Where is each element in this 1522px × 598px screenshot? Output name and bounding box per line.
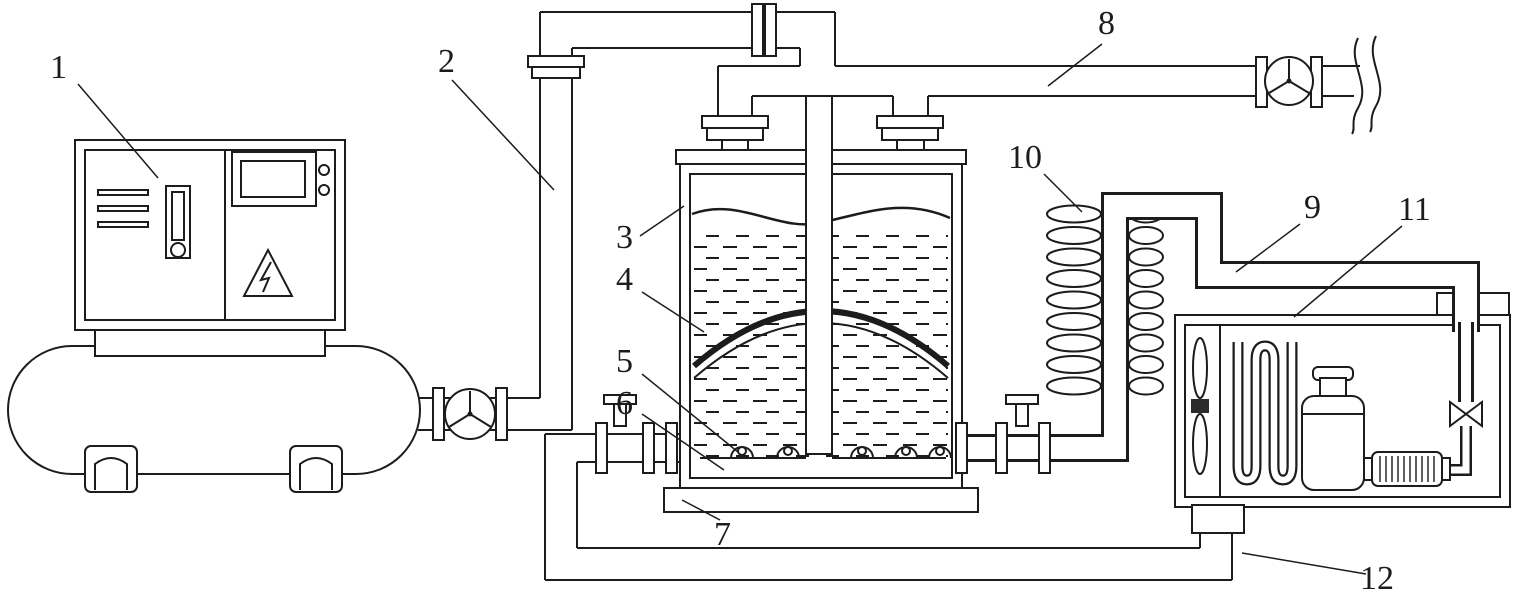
valve-handle: [1005, 394, 1039, 405]
tank-foot: [289, 445, 343, 493]
tank-foot: [84, 445, 138, 493]
sparger: [928, 446, 952, 459]
leader-line-11: [1293, 225, 1403, 318]
leader-line-6: [641, 413, 725, 471]
label-11: 11: [1398, 191, 1431, 228]
compressor-base: [94, 329, 326, 357]
indicator-light: [318, 184, 330, 196]
leader-line-12: [1241, 552, 1367, 575]
sparger: [850, 446, 874, 459]
flange: [527, 55, 585, 68]
bottom-port: [1191, 504, 1245, 534]
pipe-break-symbol: [1351, 35, 1382, 135]
vent-slot: [97, 205, 149, 212]
fan-icon: [1191, 337, 1209, 475]
transfer-pipe-9: [955, 192, 1480, 474]
compressor-unit: [74, 139, 346, 357]
indicator-light: [318, 164, 330, 176]
outlet-ball-valve: [1255, 56, 1323, 108]
tank-outlet-valve: [955, 394, 1051, 474]
serpentine-coil: [1232, 340, 1298, 486]
top-pipe-run: [540, 3, 836, 66]
condenser-unit: [1191, 322, 1483, 534]
air-receiver-tank: [7, 345, 421, 493]
label-3: 3: [616, 219, 633, 256]
label-2: 2: [438, 43, 455, 80]
label-8: 8: [1098, 5, 1115, 42]
leader-line-5: [641, 373, 739, 453]
warning-triangle-icon: [242, 247, 294, 297]
sparger: [730, 446, 754, 459]
sparger: [894, 446, 918, 459]
valve-stem: [1015, 401, 1029, 427]
flange: [764, 3, 777, 57]
tank-support-base: [663, 487, 979, 513]
header-pipe: [701, 65, 1256, 151]
sparger: [776, 446, 800, 459]
label-10: 10: [1008, 139, 1042, 176]
control-screen: [231, 151, 317, 207]
compressor-cabinet: [74, 139, 346, 331]
cooling-coil: [1046, 204, 1164, 396]
label-1: 1: [50, 49, 67, 86]
valve-handle: [603, 394, 637, 405]
leader-line-7: [681, 499, 721, 521]
flange: [751, 3, 764, 57]
flange: [706, 127, 764, 141]
flange: [701, 115, 769, 129]
label-9: 9: [1304, 189, 1321, 226]
flange: [881, 127, 939, 141]
label-4: 4: [616, 261, 633, 298]
leader-line-8: [1047, 43, 1103, 87]
riser-pipe: [527, 12, 585, 430]
leader-line-1: [77, 83, 159, 179]
compressor-outlet-pipe: [418, 387, 572, 441]
leader-line-4: [641, 291, 705, 333]
label-12: 12: [1360, 560, 1394, 597]
ball-valve: [432, 387, 508, 441]
labels: 1 2 3 4 5 6 7 8 9 10 11 12: [50, 5, 1431, 597]
label-7: 7: [714, 516, 731, 553]
outlet-pipe-8: [1255, 35, 1382, 135]
center-feed-pipe: [805, 95, 833, 455]
vent-slot: [97, 221, 149, 228]
label-6: 6: [616, 385, 633, 422]
leader-line-10: [1043, 173, 1083, 213]
flange: [876, 115, 944, 129]
leader-line-3: [639, 205, 685, 237]
sight-gauge: [165, 185, 191, 259]
internal-valve: [1449, 400, 1468, 428]
compressor-vessel: [1301, 366, 1365, 491]
pump: [1363, 451, 1451, 487]
leader-line-9: [1235, 223, 1301, 273]
bottom-return-pipe: [544, 394, 1233, 581]
leader-line-2: [451, 79, 555, 191]
reactor-tank: [663, 95, 979, 513]
drain-valve: [595, 394, 678, 474]
vent-slot: [97, 189, 149, 196]
label-5: 5: [616, 343, 633, 380]
flange: [531, 66, 581, 79]
